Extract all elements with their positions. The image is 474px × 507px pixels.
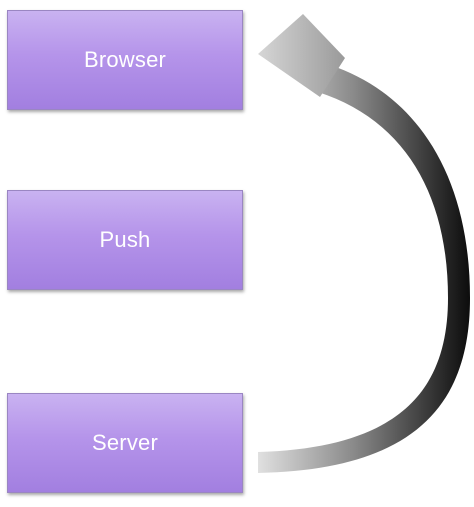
arrow-head <box>258 14 345 97</box>
server-label: Server <box>92 430 158 455</box>
browser-label: Browser <box>83 47 167 72</box>
server-box: Server <box>7 393 243 493</box>
browser-box: Browser <box>7 10 243 110</box>
push-label: Push <box>99 227 151 252</box>
push-box: Push <box>7 190 243 290</box>
arrow-body <box>258 65 470 473</box>
